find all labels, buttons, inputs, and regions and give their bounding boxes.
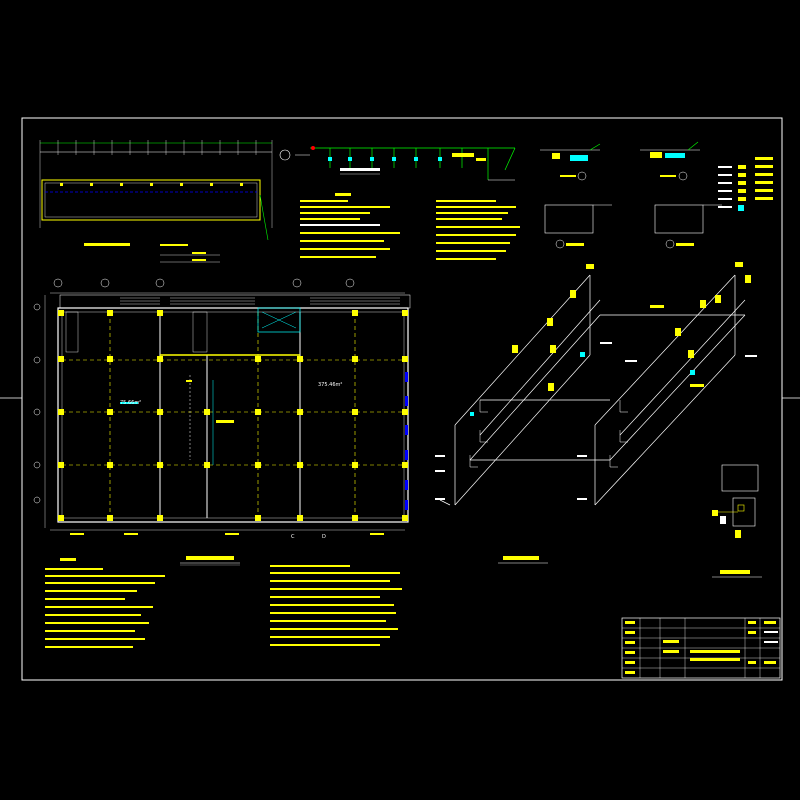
roof-plan-drawing: [39, 140, 273, 263]
axis-letter-d: D: [322, 534, 326, 540]
detail-drawings-top-right: [540, 141, 722, 249]
design-notes-bottom: [45, 558, 402, 648]
area-label-left: 75.66m²: [120, 400, 141, 406]
drawing-frame: [21, 117, 783, 681]
floor-plan: 75.66m² 375.46m² C D: [33, 278, 411, 566]
pit-detail: [712, 464, 762, 578]
axis-letter-c: C: [291, 534, 295, 540]
general-notes-top: [300, 193, 520, 260]
title-block: [621, 617, 781, 679]
area-label-right: 375.46m²: [318, 382, 342, 388]
top-pipe-diagram: [279, 146, 516, 181]
isometric-pipe-system: [435, 262, 757, 564]
legend-table: [718, 157, 773, 211]
